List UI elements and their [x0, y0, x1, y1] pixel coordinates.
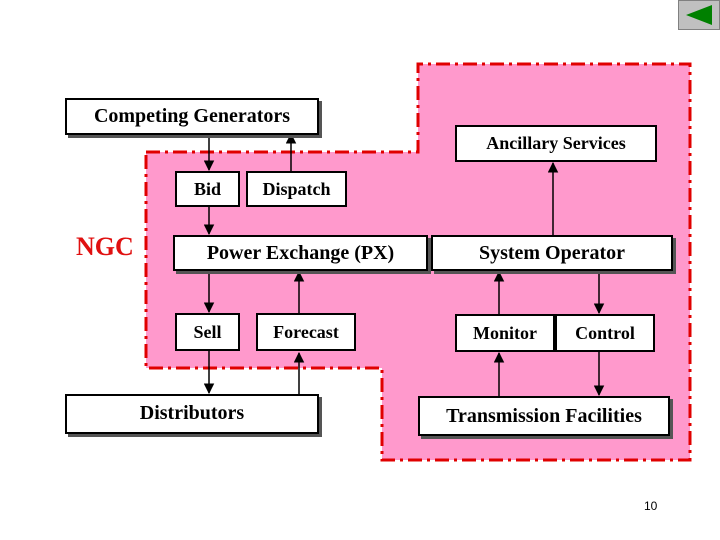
- bid-box: Bid: [175, 171, 240, 207]
- distributors-box: Distributors: [65, 394, 319, 434]
- dispatch-box: Dispatch: [246, 171, 347, 207]
- power-exchange-box: Power Exchange (PX): [173, 235, 428, 271]
- sell-box: Sell: [175, 313, 240, 351]
- forecast-box: Forecast: [256, 313, 356, 351]
- competing-generators-box: Competing Generators: [65, 98, 319, 135]
- ngc-label: NGC: [76, 232, 134, 261]
- monitor-box: Monitor: [455, 314, 555, 352]
- control-box: Control: [555, 314, 655, 352]
- transmission-facilities-box: Transmission Facilities: [418, 396, 670, 436]
- back-button[interactable]: [678, 0, 720, 30]
- system-operator-box: System Operator: [431, 235, 673, 271]
- back-arrow-icon: [686, 5, 712, 25]
- ancillary-services-box: Ancillary Services: [455, 125, 657, 162]
- page-number: 10: [644, 499, 658, 513]
